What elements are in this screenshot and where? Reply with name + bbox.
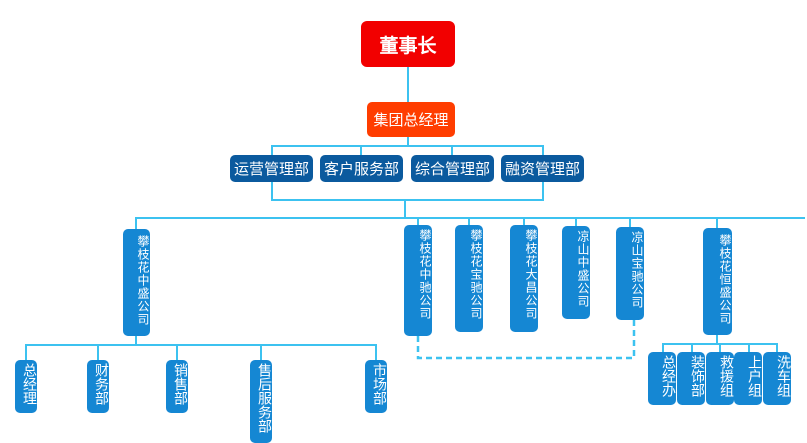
dept-general-admin: 综合管理部 <box>411 155 494 182</box>
unit-marketing: 市场部 <box>365 360 387 413</box>
unit-sales: 销售部 <box>166 360 188 413</box>
dept-operations: 运营管理部 <box>230 155 313 182</box>
unit-rescue: 救援组 <box>706 352 734 405</box>
unit-car-wash: 洗车组 <box>763 352 791 405</box>
dept-financing: 融资管理部 <box>501 155 584 182</box>
company-pzh-dachang: 攀枝花大昌公司 <box>510 225 538 332</box>
company-pzh-zhongchi: 攀枝花中驰公司 <box>404 225 432 336</box>
company-pzh-baochi: 攀枝花宝驰公司 <box>455 225 483 332</box>
unit-finance: 财务部 <box>87 360 109 413</box>
dept-customer-service: 客户服务部 <box>320 155 403 182</box>
unit-general-manager: 总经理 <box>15 360 37 413</box>
company-pzh-zhongsheng: 攀枝花中盛公司 <box>123 229 150 336</box>
chairman-node: 董事长 <box>361 21 455 67</box>
unit-general-office: 总经办 <box>648 352 676 405</box>
unit-registration: 上户组 <box>734 352 762 405</box>
company-pzh-hengsheng: 攀枝花恒盛公司 <box>703 228 732 335</box>
unit-after-sales: 售后服务部 <box>250 360 272 443</box>
general-manager-node: 集团总经理 <box>367 102 455 137</box>
company-ls-baochi: 凉山宝驰公司 <box>616 227 644 320</box>
company-ls-zhongsheng: 凉山中盛公司 <box>562 226 590 319</box>
unit-decoration: 装饰部 <box>677 352 705 405</box>
